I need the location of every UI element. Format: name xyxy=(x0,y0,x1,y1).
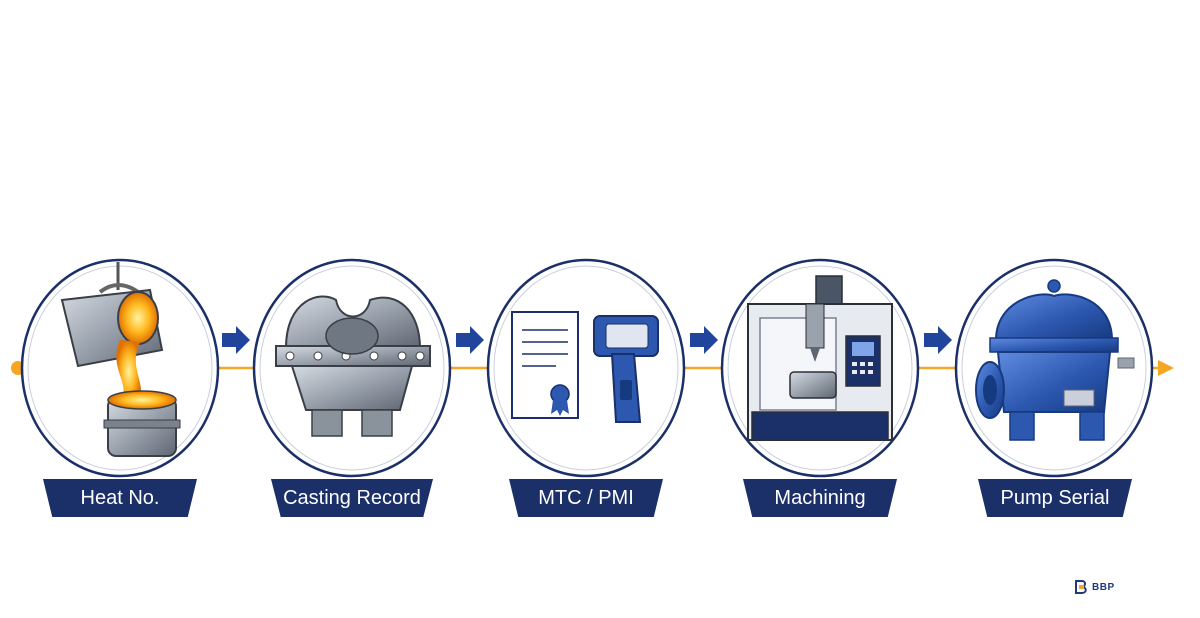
stage-arrows xyxy=(222,326,952,354)
stage-label-casting-record: Casting Record xyxy=(271,479,433,517)
stage-label-pump-serial: Pump Serial xyxy=(978,479,1132,517)
stage-pump-serial xyxy=(954,258,1154,478)
stage-heat-no xyxy=(20,258,220,478)
stage-mtc-pmi xyxy=(486,258,686,478)
certificate-icon xyxy=(511,311,579,419)
stage-label-heat-no: Heat No. xyxy=(43,479,197,517)
stage-label-machining: Machining xyxy=(743,479,897,517)
pump-casing-casting-icon xyxy=(275,295,431,437)
split-case-pump-icon xyxy=(975,279,1135,441)
logo-text: BBP xyxy=(1092,581,1115,593)
ladle-pouring-icon xyxy=(60,262,181,457)
stage-label-mtc-pmi: MTC / PMI xyxy=(509,479,663,517)
bbp-logo-icon xyxy=(1075,580,1087,594)
arrow-icon xyxy=(924,326,952,354)
arrow-icon xyxy=(456,326,484,354)
arrow-icon xyxy=(222,326,250,354)
flow-end-arrowhead xyxy=(1158,360,1174,376)
cnc-machining-center-icon xyxy=(747,275,893,441)
stage-casting-record xyxy=(252,258,452,478)
stage-machining xyxy=(720,258,920,478)
arrow-icon xyxy=(690,326,718,354)
pmi-analyzer-icon xyxy=(593,315,659,423)
logo: BBP xyxy=(1074,578,1115,596)
